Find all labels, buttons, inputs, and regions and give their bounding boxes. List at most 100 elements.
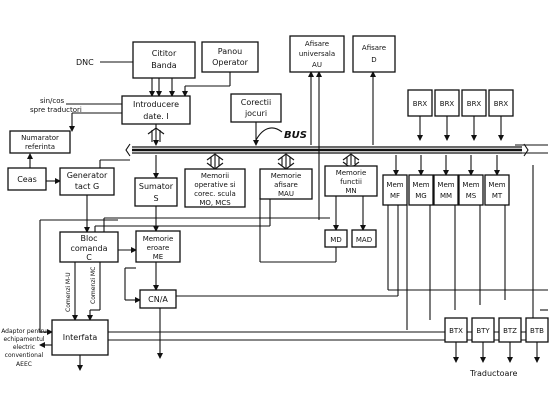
- svg-text:MN: MN: [345, 187, 356, 195]
- svg-text:Bloc: Bloc: [80, 234, 97, 243]
- svg-text:Introducere: Introducere: [133, 100, 179, 109]
- svg-text:Mem: Mem: [437, 181, 454, 189]
- block-brx-2: BRX: [434, 89, 460, 117]
- svg-text:BRX: BRX: [467, 100, 482, 108]
- block-ceas: Ceas: [7, 167, 47, 191]
- svg-text:CN/A: CN/A: [148, 295, 168, 304]
- svg-text:Memorie: Memorie: [271, 172, 302, 180]
- svg-text:AEEC: AEEC: [16, 361, 32, 368]
- svg-text:S: S: [153, 194, 158, 203]
- svg-text:referinta: referinta: [25, 143, 55, 151]
- block-cititor: Cititor Banda: [132, 41, 196, 79]
- adaptor-label: Adaptor pentru echipamentul electric con…: [1, 328, 47, 368]
- svg-text:Mem: Mem: [412, 181, 429, 189]
- svg-text:Memorie: Memorie: [336, 169, 367, 177]
- svg-text:afisare: afisare: [274, 181, 298, 189]
- block-memorie-functii: Memorie functii MN: [324, 165, 378, 197]
- svg-text:D: D: [371, 56, 376, 64]
- comenzi-mu-label: Comenzi M-U: [65, 272, 72, 312]
- block-interfata: Interfata: [51, 319, 109, 356]
- block-generator: Generator tact G: [59, 167, 115, 196]
- svg-text:universala: universala: [299, 50, 335, 58]
- svg-text:ME: ME: [153, 253, 163, 261]
- block-mem-mg: Mem MG: [408, 174, 434, 206]
- spre-traductori-label: spre traductori: [30, 106, 82, 114]
- block-bloc-comanda: Bloc comanda C: [59, 231, 119, 263]
- svg-text:Interfata: Interfata: [63, 333, 98, 342]
- block-brx-4: BRX: [488, 89, 514, 117]
- block-panou-operator: Panou Operator: [201, 41, 259, 73]
- svg-text:Mem: Mem: [488, 181, 505, 189]
- svg-text:echipamentul: echipamentul: [3, 336, 44, 343]
- svg-text:Banda: Banda: [151, 61, 177, 70]
- svg-text:MAU: MAU: [278, 190, 294, 198]
- svg-text:jocuri: jocuri: [244, 109, 267, 118]
- dnc-label: DNC: [76, 58, 94, 67]
- svg-text:Afisare: Afisare: [362, 44, 386, 52]
- block-brx-3: BRX: [461, 89, 487, 117]
- svg-text:BTY: BTY: [476, 327, 490, 335]
- svg-text:electric: electric: [13, 344, 35, 351]
- block-cna: CN/A: [139, 289, 177, 309]
- svg-text:MF: MF: [390, 192, 400, 200]
- svg-text:Cititor: Cititor: [152, 49, 177, 58]
- svg-text:date. I: date. I: [143, 112, 168, 121]
- block-mem-mm: Mem MM: [433, 174, 459, 206]
- block-sumator: Sumator S: [134, 177, 178, 207]
- svg-text:MO, MCS: MO, MCS: [199, 199, 231, 207]
- svg-text:Adaptor pentru: Adaptor pentru: [1, 328, 47, 335]
- svg-text:BRX: BRX: [440, 100, 455, 108]
- svg-text:operative si: operative si: [194, 181, 235, 189]
- block-mem-mt: Mem MT: [484, 174, 510, 206]
- block-brx-1: BRX: [407, 89, 433, 117]
- svg-text:MG: MG: [415, 192, 426, 200]
- svg-text:conventional: conventional: [5, 352, 44, 359]
- svg-text:MS: MS: [466, 192, 477, 200]
- svg-text:Corectii: Corectii: [241, 98, 272, 107]
- block-numarator: Numarator referinta: [9, 130, 71, 154]
- svg-text:Mem: Mem: [462, 181, 479, 189]
- bus-couplings: [147, 127, 360, 170]
- svg-text:corec. scula: corec. scula: [194, 190, 236, 198]
- block-introducere: Introducere date. I: [121, 95, 191, 125]
- block-btz: BTZ: [498, 317, 522, 343]
- svg-text:Operator: Operator: [212, 58, 249, 67]
- svg-text:BTX: BTX: [449, 327, 463, 335]
- bus: BUS: [125, 127, 529, 157]
- bus-label: BUS: [284, 130, 307, 141]
- block-btx: BTX: [444, 317, 468, 343]
- block-corectii: Corectii jocuri: [230, 93, 282, 123]
- block-afisare-au: Afisare universala AU: [289, 35, 345, 73]
- svg-text:Generator: Generator: [67, 171, 108, 180]
- block-mad: MAD: [351, 229, 377, 248]
- svg-text:BTB: BTB: [530, 327, 544, 335]
- svg-text:Panou: Panou: [218, 47, 242, 56]
- svg-text:Sumator: Sumator: [139, 182, 174, 191]
- svg-text:Mem: Mem: [386, 181, 403, 189]
- block-bty: BTY: [471, 317, 495, 343]
- svg-text:MD: MD: [330, 236, 341, 244]
- block-md: MD: [324, 229, 348, 248]
- svg-text:MM: MM: [440, 192, 452, 200]
- svg-text:MAD: MAD: [356, 236, 372, 244]
- traductoare-label: Traductoare: [469, 369, 517, 378]
- block-memorie-afisare: Memorie afisare MAU: [259, 168, 313, 200]
- svg-text:Memorie: Memorie: [143, 235, 174, 243]
- svg-text:Memorii: Memorii: [201, 172, 229, 180]
- block-mem-mf: Mem MF: [382, 174, 408, 206]
- svg-text:eroare: eroare: [147, 244, 170, 252]
- sincos-label: sin/cos: [40, 97, 65, 105]
- svg-text:Numarator: Numarator: [21, 134, 59, 142]
- block-memorii-operative: Memorii operative si corec. scula MO, MC…: [184, 168, 246, 208]
- svg-text:comanda: comanda: [70, 244, 107, 253]
- svg-text:functii: functii: [340, 178, 362, 186]
- svg-text:Ceas: Ceas: [17, 175, 37, 184]
- block-memorie-eroare: Memorie eroare ME: [135, 230, 181, 263]
- svg-text:Afisare: Afisare: [305, 40, 329, 48]
- comenzi-mc-label: Comenzi MC: [90, 267, 97, 304]
- block-mem-ms: Mem MS: [458, 174, 484, 206]
- block-btb: BTB: [525, 317, 549, 343]
- svg-text:tact G: tact G: [75, 182, 99, 191]
- svg-text:BTZ: BTZ: [503, 327, 517, 335]
